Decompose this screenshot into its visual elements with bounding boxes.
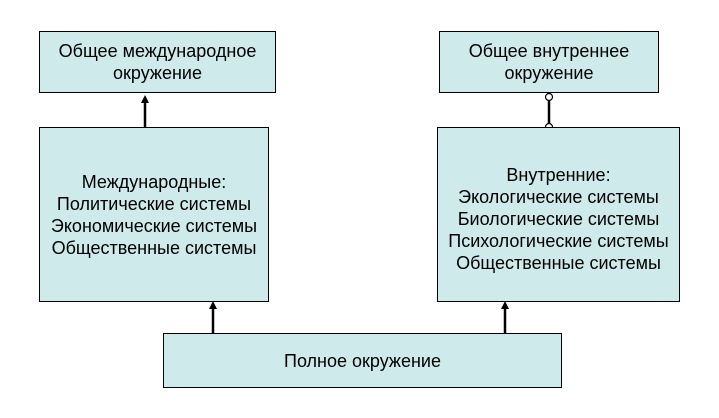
box-line: Экономические системы — [50, 215, 258, 236]
box-label: Полное окружение — [284, 350, 441, 371]
box-line: Общественные системы — [456, 252, 661, 273]
general-internal-environment-box: Общее внутреннее окружение — [439, 31, 659, 93]
international-systems-box: Международные: Политические системы Экон… — [39, 127, 269, 302]
box-line: Экологические системы — [458, 186, 659, 207]
box-line: Общественные системы — [51, 237, 257, 258]
box-line: Международные: — [81, 171, 227, 192]
box-line: Общее внутреннее — [468, 41, 630, 61]
box-line: окружение — [504, 63, 594, 83]
general-international-environment-box: Общее международное окружение — [39, 31, 276, 93]
box-line: Внутренние: — [506, 164, 611, 185]
internal-systems-box: Внутренние: Экологические системы Биолог… — [437, 127, 680, 302]
full-environment-box: Полное окружение — [163, 333, 562, 388]
box-line: окружение — [113, 63, 202, 83]
connector-node-top — [544, 92, 554, 102]
box-line: Биологические системы — [457, 208, 660, 229]
box-line: Психологические системы — [448, 230, 669, 251]
box-line: Политические системы — [56, 193, 252, 214]
box-line: Общее международное — [58, 41, 257, 61]
